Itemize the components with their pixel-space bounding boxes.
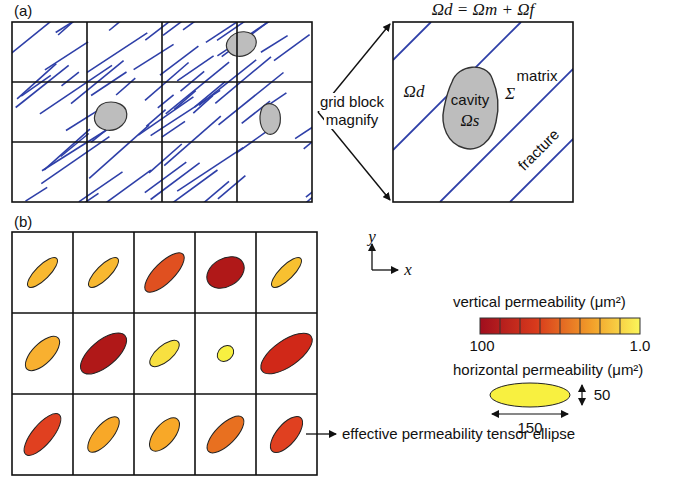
fracture-stroke [56,22,78,33]
colorbar [480,318,640,334]
cavity-label: cavity [451,91,489,108]
panel-label: (a) [14,2,32,19]
fracture-stroke [21,75,51,96]
colorbar-ticks [500,318,620,334]
fracture-stroke [62,72,79,86]
fracture-stroke [26,187,48,201]
fracture-stroke [44,129,90,170]
fracture-stroke [293,184,312,202]
panel-label: (b) [14,213,32,230]
fracture-stroke [162,121,185,137]
magnify-arrow [318,24,390,200]
fracture-stroke [158,95,174,108]
fracture-stroke [217,22,273,56]
fracture-stroke [177,56,213,81]
domain-symbol: Ωd [404,82,425,102]
fracture-stroke [79,172,123,202]
fracture-stroke [91,72,126,96]
fracture-stroke [61,134,89,157]
grid [12,232,317,475]
grid-block [393,22,573,202]
fracture-network [12,22,312,202]
fracture-stroke [177,148,243,192]
fracture-stroke [116,78,135,95]
fracture-stroke [12,22,62,56]
colorbar-value: 1.0 [630,337,651,354]
cavity-symbol: Ωs [461,111,480,131]
dimension-arrow [492,385,582,414]
fracture-stroke [16,65,69,107]
fracture-stroke [138,97,193,135]
fracture-stroke [174,91,195,110]
fracture-stroke [101,170,151,202]
permeability-ellipse [18,247,318,461]
legend-title: horizontal permeability (μm²) [453,361,643,378]
cavity [443,67,498,149]
fracture-stroke [261,36,288,53]
dimension-value: 50 [594,386,611,403]
fracture-stroke [45,42,88,70]
fracture-stroke [56,193,98,202]
fracture-stroke [145,22,215,40]
boundary-symbol: Σ [505,84,515,104]
fracture-stroke [149,144,182,173]
fracture-stroke [89,125,149,178]
magnify-label: magnify [324,111,381,128]
domain-equation: Ωd = Ωm + Ωf [432,0,534,20]
fracture-stroke [295,124,312,138]
fracture-stroke [42,128,109,171]
axis-label: y [368,227,376,247]
fracture-stroke [151,90,221,135]
fracture-stroke [306,152,312,197]
fracture-stroke [274,35,310,61]
fracture-stroke [134,44,174,69]
fracture-stroke [109,22,128,31]
fracture-stroke [215,57,271,104]
legend-title: vertical permeability (μm²) [453,293,626,310]
matrix-label: matrix [517,67,558,84]
fracture-stroke [193,96,213,114]
fracture [393,22,573,202]
fracture-stroke [180,181,229,202]
fracture-stroke [183,22,218,30]
fracture-stroke [163,22,195,35]
grid [12,22,312,202]
legend-ellipse [490,383,570,407]
pointer-label: effective permeability tensor ellipse [342,425,575,442]
axis-label: x [404,260,412,280]
fracture-stroke [164,116,221,166]
cavity [94,32,280,135]
pointer-arrow [306,433,336,434]
fracture-label: fracture [514,126,562,174]
colorbar-value: 100 [469,337,494,354]
magnify-label: grid block [318,93,386,110]
axes [372,244,398,270]
